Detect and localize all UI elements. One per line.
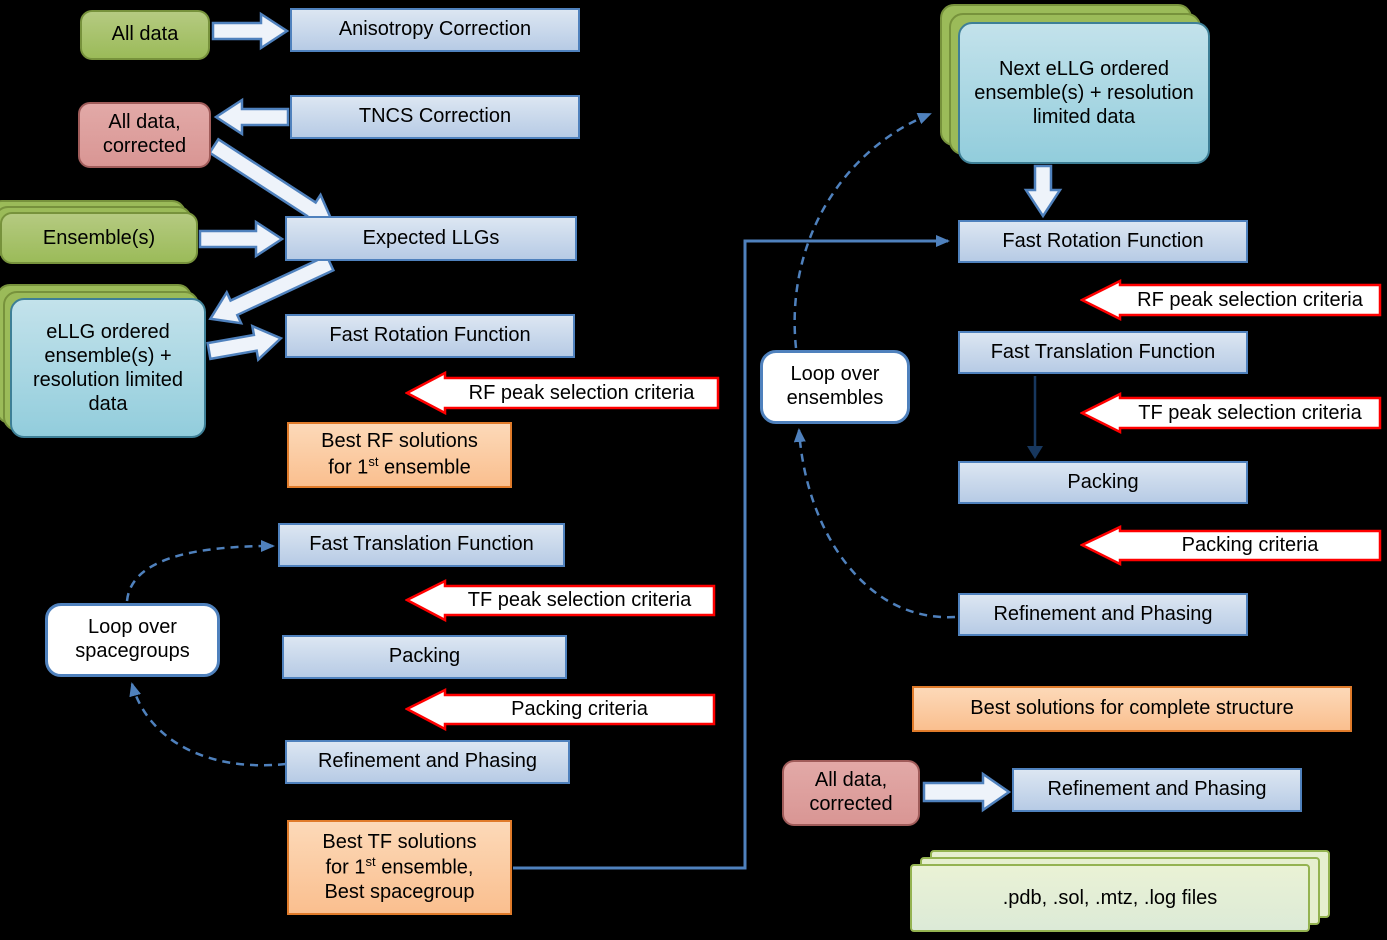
loop-arc-spacegroups-to-translation bbox=[125, 540, 275, 602]
node-refinement-right-label: Refinement and Phasing bbox=[993, 602, 1213, 625]
node-fast-translation-left-label: Fast Translation Function bbox=[309, 533, 534, 556]
rf-peak-criteria-arrow-left: RF peak selection criteria bbox=[405, 370, 720, 416]
node-next-ellg-label: Next eLLG ordered ensemble(s) + resoluti… bbox=[974, 58, 1194, 128]
node-next-ellg-stack: Next eLLG ordered ensemble(s) + resoluti… bbox=[940, 4, 1210, 164]
best-rf-line2: for 1st ensemble bbox=[328, 454, 470, 480]
node-fast-translation-right: Fast Translation Function bbox=[958, 331, 1248, 374]
rf-peak-criteria-arrow-right: RF peak selection criteria bbox=[1080, 278, 1382, 322]
loop-arc-ensembles-to-nextellg bbox=[793, 112, 932, 349]
node-best-solutions: Best solutions for complete structure bbox=[912, 686, 1352, 732]
packing-criteria-label-left: Packing criteria bbox=[511, 698, 648, 720]
tf-criteria-arrow-shape-left bbox=[405, 578, 716, 623]
arrow-ellg-to-fastrotation bbox=[206, 324, 284, 363]
tf-criteria-label-left: TF peak selection criteria bbox=[467, 589, 692, 611]
node-next-ellg: Next eLLG ordered ensemble(s) + resoluti… bbox=[958, 22, 1210, 164]
best-tf-line2-pre: for 1 bbox=[325, 857, 366, 880]
node-tncs-label: TNCS Correction bbox=[358, 105, 512, 128]
node-output-files: .pdb, .sol, .mtz, .log files bbox=[910, 864, 1310, 932]
node-all-data-corrected-left: All data, corrected bbox=[78, 102, 211, 168]
best-rf-line1: Best RF solutions bbox=[321, 430, 478, 453]
rf-criteria-label-left: RF peak selection criteria bbox=[468, 381, 695, 404]
node-packing-right: Packing bbox=[958, 461, 1248, 504]
loop-arc-refinement-to-ensembles bbox=[793, 428, 956, 619]
arrow-tncs-to-alldatacorrected bbox=[213, 97, 290, 137]
best-tf-line3: Best spacegroup bbox=[324, 880, 475, 903]
node-expected-llgs: Expected LLGs bbox=[285, 216, 577, 261]
node-fast-rotation-right: Fast Rotation Function bbox=[958, 220, 1248, 263]
node-final-refinement-label: Refinement and Phasing bbox=[1047, 778, 1267, 801]
node-ensembles: Ensemble(s) bbox=[0, 212, 198, 264]
node-refinement-right: Refinement and Phasing bbox=[958, 593, 1248, 636]
node-ensembles-label: Ensemble(s) bbox=[42, 227, 156, 249]
best-solutions-label: Best solutions for complete structure bbox=[970, 697, 1294, 720]
node-ellg-ensembles: eLLG ordered ensemble(s) + resolution li… bbox=[10, 298, 206, 438]
node-best-rf-solutions: Best RF solutions for 1st ensemble bbox=[287, 422, 512, 488]
packing-criteria-label-right: Packing criteria bbox=[1181, 534, 1319, 556]
arrowhead-packing-right bbox=[1027, 446, 1043, 459]
packing-criteria-arrow-shape-right bbox=[1080, 525, 1382, 567]
node-expected-llgs-label: Expected LLGs bbox=[362, 226, 500, 249]
node-fast-rotation-right-label: Fast Rotation Function bbox=[1002, 229, 1204, 252]
rf-criteria-arrow-shape-right bbox=[1080, 278, 1382, 322]
node-packing-left: Packing bbox=[282, 635, 567, 679]
tf-criteria-arrow-shape-right bbox=[1080, 391, 1382, 435]
node-output-files-stack: .pdb, .sol, .mtz, .log files bbox=[910, 850, 1330, 934]
node-fast-rotation-left-label: Fast Rotation Function bbox=[329, 324, 531, 347]
rf-criteria-arrow-shape-left bbox=[405, 370, 720, 416]
node-fast-translation-left: Fast Translation Function bbox=[278, 523, 565, 567]
node-output-files-label: .pdb, .sol, .mtz, .log files bbox=[1002, 887, 1218, 909]
tf-criteria-label-right: TF peak selection criteria bbox=[1138, 401, 1362, 424]
best-tf-line1: Best TF solutions bbox=[322, 830, 477, 853]
node-packing-left-label: Packing bbox=[388, 645, 461, 668]
rf-criteria-label-right: RF peak selection criteria bbox=[1137, 288, 1363, 311]
node-refinement-left: Refinement and Phasing bbox=[285, 740, 570, 784]
packing-criteria-arrow-left: Packing criteria bbox=[405, 687, 716, 732]
arrow-nextellg-to-fastrotation bbox=[1023, 164, 1063, 219]
node-packing-right-label: Packing bbox=[1067, 470, 1139, 493]
tf-peak-criteria-arrow-right: TF peak selection criteria bbox=[1080, 391, 1382, 435]
node-all-data-corrected-left-label: All data, corrected bbox=[102, 111, 187, 157]
loop-arc-refinement-to-spacegroups bbox=[129, 682, 287, 767]
loop-spacegroups-label: Loop over spacegroups bbox=[75, 616, 190, 662]
best-tf-line2: for 1st ensemble, bbox=[326, 854, 474, 880]
arrow-expectedllgs-to-ellg bbox=[208, 254, 336, 325]
node-tncs-correction: TNCS Correction bbox=[290, 95, 580, 139]
node-all-data-label: All data bbox=[111, 23, 179, 46]
node-all-data: All data bbox=[80, 10, 210, 60]
node-final-refinement: Refinement and Phasing bbox=[1012, 768, 1302, 812]
best-rf-line2-post: ensemble bbox=[378, 456, 471, 479]
node-fast-translation-right-label: Fast Translation Function bbox=[990, 340, 1216, 363]
node-fast-rotation-left: Fast Rotation Function bbox=[285, 314, 575, 358]
node-ensembles-stack: Ensemble(s) bbox=[0, 200, 200, 266]
tf-peak-criteria-arrow-left: TF peak selection criteria bbox=[405, 578, 716, 623]
node-anisotropy-label: Anisotropy Correction bbox=[338, 18, 532, 41]
packing-criteria-arrow-shape-left bbox=[405, 687, 716, 732]
node-anisotropy-correction: Anisotropy Correction bbox=[290, 8, 580, 52]
node-ellg-stack: eLLG ordered ensemble(s) + resolution li… bbox=[0, 284, 220, 452]
connector-besttf-to-right-rotation bbox=[513, 235, 950, 870]
node-loop-ensembles: Loop over ensembles bbox=[760, 350, 910, 424]
best-rf-line2-pre: for 1 bbox=[328, 456, 369, 479]
best-rf-sup: st bbox=[368, 453, 379, 469]
node-refinement-left-label: Refinement and Phasing bbox=[317, 750, 538, 773]
arrow-alldatacorrected-to-finalrefinement bbox=[922, 771, 1012, 813]
arrow-alldata-to-anisotropy bbox=[211, 11, 290, 51]
node-ellg-ensembles-label: eLLG ordered ensemble(s) + resolution li… bbox=[32, 321, 184, 415]
loop-ensembles-label: Loop over ensembles bbox=[786, 363, 884, 409]
best-tf-line2-post: ensemble, bbox=[375, 857, 474, 880]
packing-criteria-arrow-right: Packing criteria bbox=[1080, 524, 1382, 567]
node-best-tf-solutions: Best TF solutions for 1st ensemble, Best… bbox=[287, 820, 512, 915]
arrow-ensembles-to-expectedllgs bbox=[198, 219, 285, 259]
best-tf-sup: st bbox=[365, 854, 376, 870]
node-loop-spacegroups: Loop over spacegroups bbox=[45, 603, 220, 677]
node-all-data-corrected-right: All data, corrected bbox=[782, 760, 920, 826]
node-all-data-corrected-right-label: All data, corrected bbox=[809, 769, 893, 815]
